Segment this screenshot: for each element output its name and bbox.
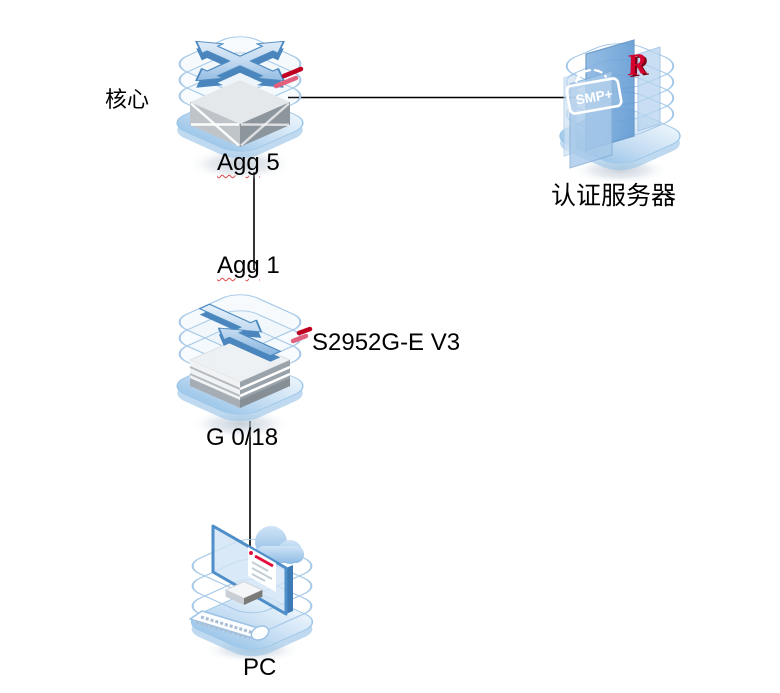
auth-server-name-label: 认证服务器: [551, 183, 677, 210]
mouse-icon: [250, 625, 270, 641]
red-status-slashes: [273, 66, 304, 89]
access-switch-icon: [176, 294, 313, 439]
monitor-icon: [211, 524, 293, 616]
access-uplink-port-label: Agg 1: [217, 252, 280, 279]
access-uplink-label-number: 1: [259, 252, 280, 279]
pc-name-label: PC: [243, 654, 277, 681]
core-switch-icon: [176, 36, 304, 181]
smp-badge: SMP+: [565, 68, 623, 115]
switching-arrows-icon: [198, 303, 282, 357]
red-status-slashes: [290, 326, 313, 344]
routing-arrows-icon: [195, 40, 285, 82]
core-switch-name-label: 核心: [105, 87, 150, 112]
switch-chassis: [190, 80, 290, 147]
ruijie-logo-letter: R: [623, 47, 648, 83]
shadow: [186, 147, 294, 181]
pc-icon: [189, 524, 314, 663]
access-switch-model-label: S2952G-E V3: [312, 329, 461, 356]
screen-document: [248, 547, 276, 592]
svg-text:R: R: [626, 49, 651, 85]
system-unit: [224, 581, 264, 605]
auth-server-icon: SMP+ R R: [559, 39, 681, 184]
core-port-label: Agg 5: [217, 149, 280, 176]
cloud-icon: [255, 526, 304, 564]
access-uplink-label-word: Agg: [217, 252, 260, 279]
core-port-label-word: Agg: [217, 149, 260, 176]
smp-badge-label: SMP+: [575, 86, 614, 107]
shadow: [188, 409, 292, 439]
ruijie-logo: R R: [623, 47, 651, 85]
core-port-label-number: 5: [259, 149, 280, 176]
server-panels: [563, 39, 661, 169]
access-downlink-port-label: G 0/18: [206, 424, 279, 451]
